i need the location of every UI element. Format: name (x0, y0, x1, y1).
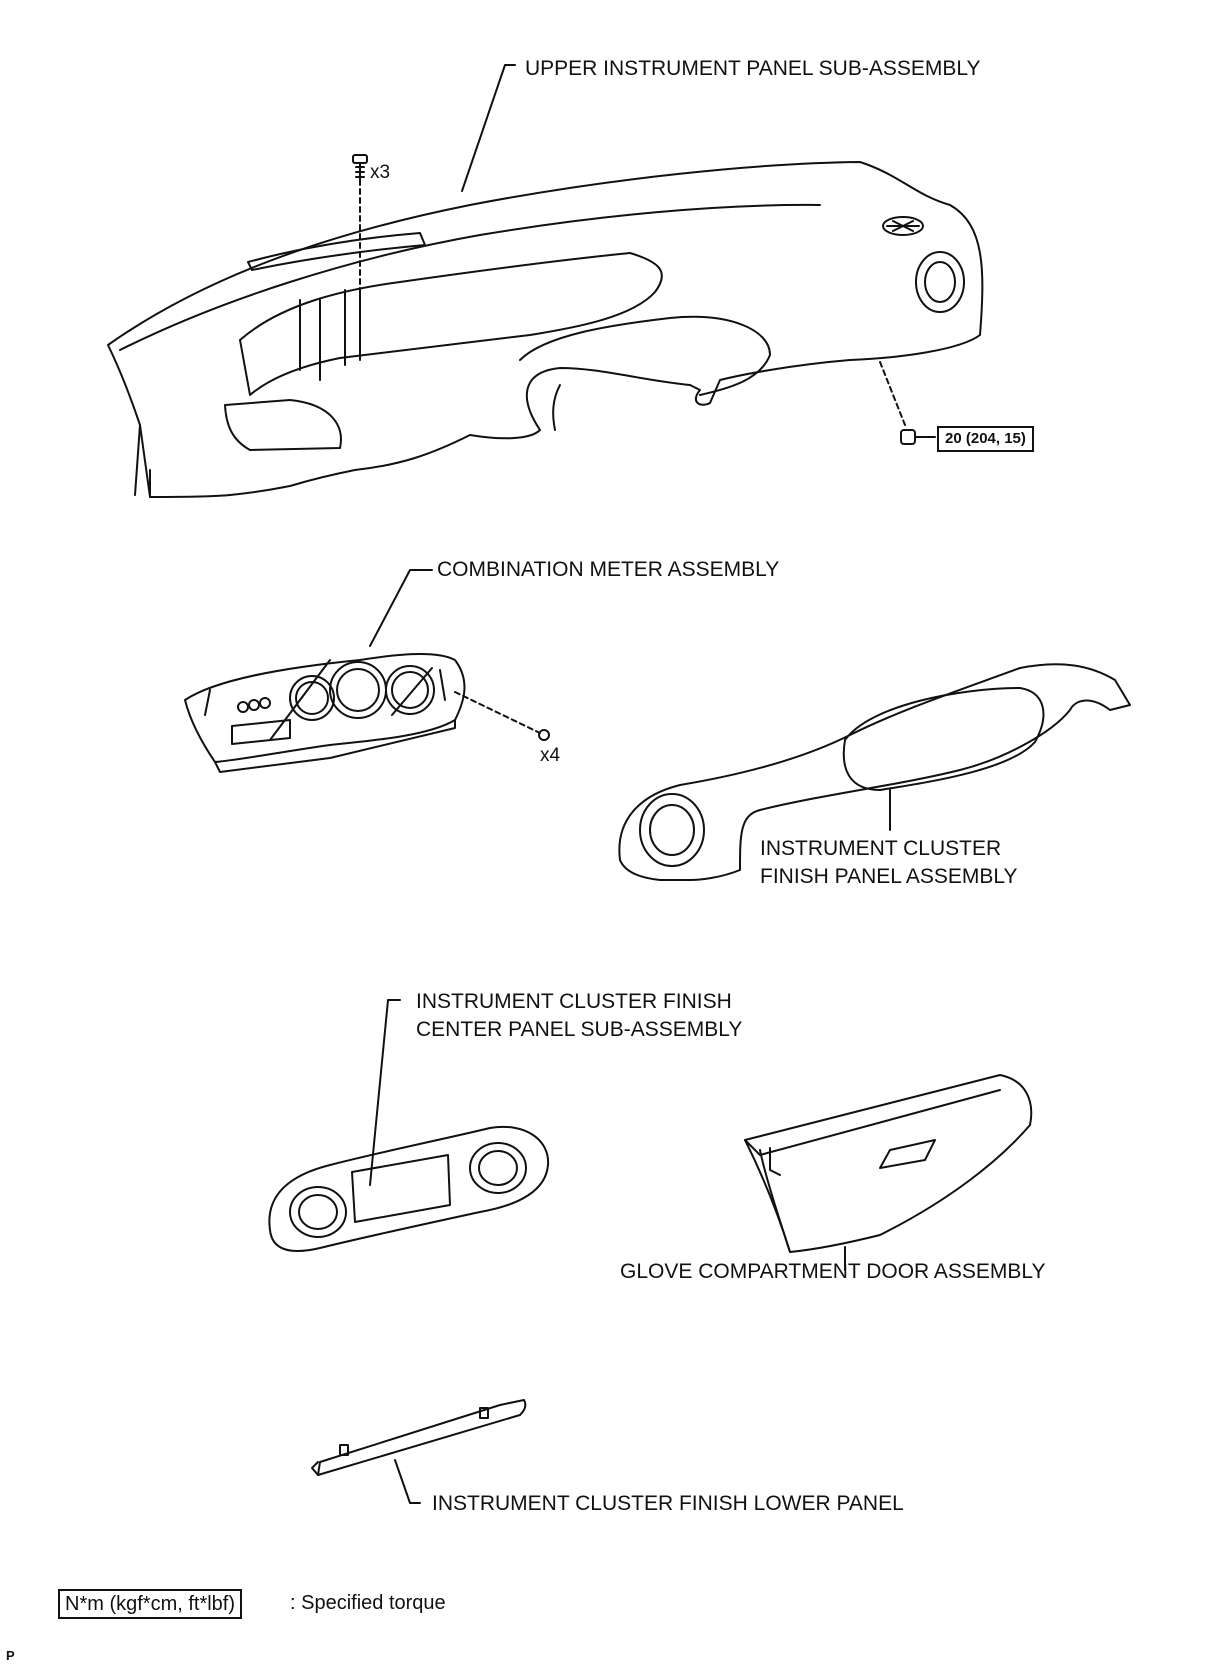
upper-panel-leaders (352, 64, 936, 445)
combination-meter-drawing (184, 653, 466, 773)
meter-leaders (369, 569, 550, 741)
label-lower-panel: INSTRUMENT CLUSTER FINISH LOWER PANEL (432, 1492, 904, 1515)
bolt-path-torque (879, 361, 906, 426)
bolt-icon-torque (900, 429, 936, 445)
upper-instrument-panel-drawing (107, 161, 984, 498)
legend-torque-desc: : Specified torque (290, 1592, 446, 1614)
glove-compartment-drawing (744, 1074, 1033, 1253)
label-finish-panel-line1: INSTRUMENT CLUSTER (760, 837, 1002, 860)
leader-combination-meter (369, 569, 433, 647)
torque-spec-box: 20 (204, 15) (937, 426, 1034, 452)
label-screw-qty-x3: x3 (370, 162, 391, 183)
label-center-panel-line2: CENTER PANEL SUB-ASSEMBLY (416, 1018, 743, 1041)
label-glove-compartment: GLOVE COMPARTMENT DOOR ASSEMBLY (620, 1260, 1046, 1283)
center-panel-drawing (268, 1125, 550, 1252)
label-screw-qty-x4: x4 (540, 745, 561, 766)
lower-panel-drawing (311, 1399, 527, 1476)
screw-icon-x4 (538, 729, 550, 741)
finish-panel-drawing (618, 663, 1131, 881)
label-combination-meter: COMBINATION METER ASSEMBLY (437, 558, 780, 581)
leader-lower-panel (394, 1459, 421, 1504)
label-center-panel-line1: INSTRUMENT CLUSTER FINISH (416, 990, 732, 1013)
label-finish-panel-line2: FINISH PANEL ASSEMBLY (760, 865, 1018, 888)
legend-torque-units-box: N*m (kgf*cm, ft*lbf) (58, 1589, 243, 1619)
screw-icon-x3 (352, 154, 368, 181)
screw-path-x4 (454, 691, 541, 734)
label-upper-instrument-panel: UPPER INSTRUMENT PANEL SUB-ASSEMBLY (525, 57, 981, 80)
leader-center-panel (369, 999, 401, 1186)
corner-mark: P (6, 1648, 15, 1663)
leader-upper-panel (461, 64, 516, 192)
